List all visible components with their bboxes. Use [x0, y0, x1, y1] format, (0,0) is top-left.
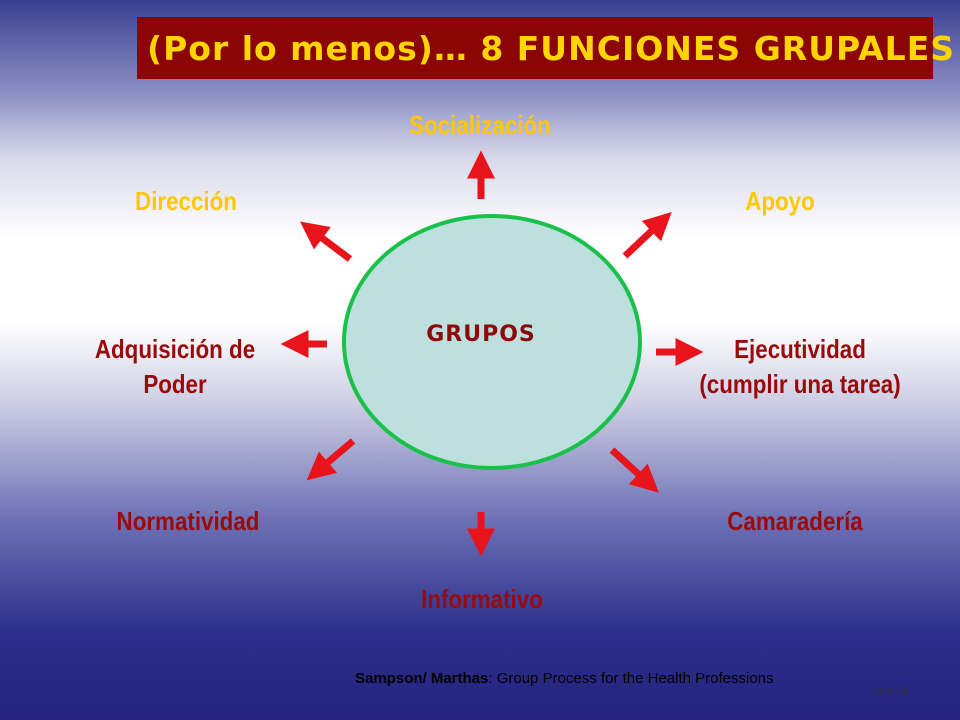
label-apoyo: Apoyo — [745, 186, 815, 216]
label-adquisicion-line2: Poder — [143, 369, 207, 399]
footer-reference: : Group Process for the Health Professio… — [488, 670, 774, 687]
arrow-up-right — [622, 212, 672, 259]
label-ejecutividad-line2: (cumplir una tarea) — [699, 369, 901, 399]
arrow-down-right — [609, 447, 659, 493]
arrow-down-left — [306, 438, 356, 481]
groups-circle — [342, 214, 642, 470]
footer-authors: Sampson/ Marthas — [355, 670, 489, 687]
reference-footer: Sampson/ Marthas: Group Process for the … — [355, 670, 774, 687]
label-socializacion: Socialización — [409, 110, 551, 140]
groups-label: GRUPOS — [426, 322, 536, 347]
label-normatividad: Normatividad — [116, 506, 260, 536]
arrow-up-left — [300, 221, 353, 262]
label-adquisicion: Adquisición de Poder — [76, 332, 274, 402]
title-banner: (Por lo menos)… 8 FUNCIONES GRUPALES — [137, 17, 954, 79]
page-title: (Por lo menos)… 8 FUNCIONES GRUPALES — [147, 28, 956, 68]
label-ejecutividad: Ejecutividad (cumplir una tarea) — [684, 332, 916, 402]
label-camaraderia: Camaradería — [727, 506, 863, 536]
author-signature: jventurelli — [870, 686, 911, 697]
label-informativo: Informativo — [421, 584, 543, 614]
label-direccion: Dirección — [135, 186, 237, 216]
label-adquisicion-line1: Adquisición de — [94, 334, 256, 364]
label-ejecutividad-line1: Ejecutividad — [734, 334, 866, 364]
